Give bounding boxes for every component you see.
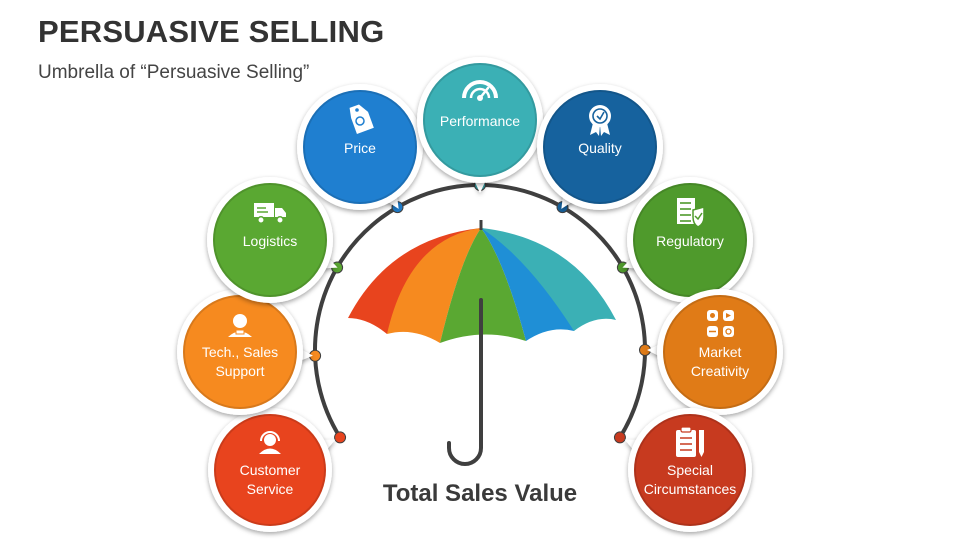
node-label: Regulatory [656,233,724,249]
headset-agent-icon [259,431,281,454]
node-circle [214,414,326,526]
node-performance: Performance [417,57,543,193]
umbrella-panel [387,228,481,343]
node-circle [543,90,657,204]
umbrella-panel [481,228,616,331]
creative-media-icon [707,310,734,337]
node-label: Service [247,481,294,497]
node-label: Performance [440,113,520,129]
checklist-shield-icon [677,198,705,228]
node-label: Creativity [691,363,749,379]
delivery-truck-icon [254,203,286,224]
node-price: Price [297,84,423,214]
node-label: Logistics [243,233,297,249]
node-label: Market [699,344,742,360]
node-label: Customer [240,462,301,478]
umbrella-panel [440,228,526,343]
node-circle [633,183,747,297]
node-label: Quality [578,140,622,156]
arc-dot [613,431,626,444]
arc-dot [334,431,347,444]
node-circle [663,295,777,409]
node-logistics: Logistics [207,177,344,303]
node-label: Circumstances [644,481,737,497]
node-circle [303,90,417,204]
node-label: Support [215,363,264,379]
node-label: Tech., Sales [202,344,278,360]
slide-title: PERSUASIVE SELLING [38,14,385,49]
umbrella-graphic [348,220,616,466]
node-quality: Quality [537,84,663,214]
node-label: Price [344,140,376,156]
speedometer-icon [462,80,498,101]
node-circle [213,183,327,297]
umbrella-panel [481,228,574,341]
node-circle [183,295,297,409]
node-regulatory: Regulatory [616,177,753,303]
clipboard-pencil-icon [676,426,704,457]
node-label: Special [667,462,713,478]
slide-subtitle: Umbrella of “Persuasive Selling” [38,62,310,83]
price-tag-icon [349,104,374,134]
quality-badge-icon [589,105,611,136]
node-circle [634,414,746,526]
support-agent-icon [228,314,252,337]
node-circle [423,63,537,177]
total-sales-value-label: Total Sales Value [382,480,578,507]
umbrella-handle [447,298,483,466]
